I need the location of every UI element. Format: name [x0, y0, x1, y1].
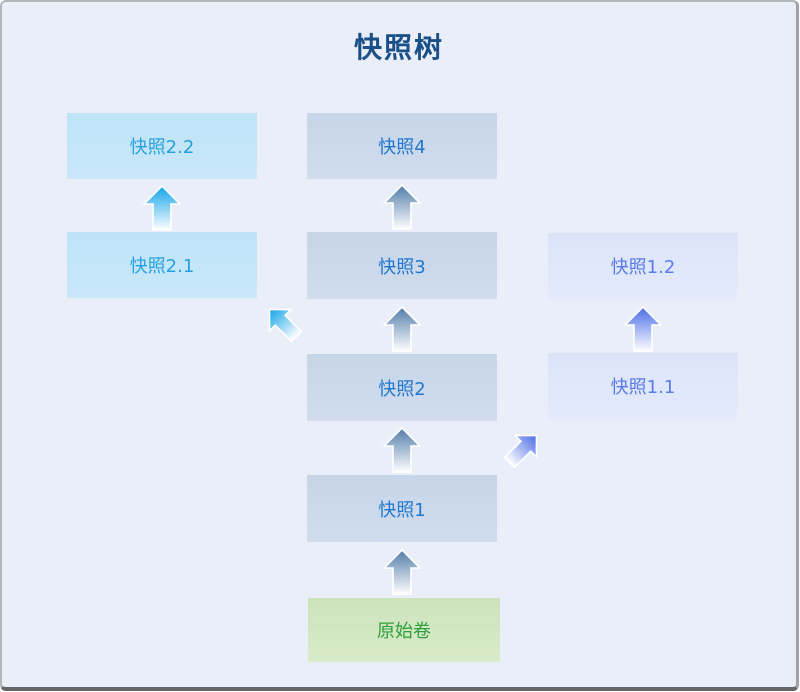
- arrow-snapshot-2-to-snapshot-2-1: [268, 308, 303, 343]
- node-snapshot-2-1: 快照2.1: [67, 232, 257, 298]
- node-label: 快照1.1: [610, 377, 676, 398]
- node-label: 快照2.1: [129, 256, 195, 277]
- node-snapshot-2: 快照2: [307, 354, 497, 421]
- arrow-snapshot-1-to-snapshot-1-1: [503, 434, 538, 469]
- node-snapshot-3: 快照3: [307, 232, 497, 299]
- node-snapshot-4: 快照4: [307, 113, 497, 179]
- node-origin-volume: 原始卷: [308, 598, 500, 662]
- node-label: 快照3: [378, 256, 426, 278]
- node-label: 快照1.2: [610, 257, 676, 278]
- arrow-origin-volume-to-snapshot-1: [383, 549, 421, 595]
- arrow-snapshot-2-1-to-snapshot-2-2: [143, 185, 181, 231]
- node-label: 快照2: [378, 378, 426, 400]
- node-snapshot-2-2: 快照2.2: [67, 113, 257, 179]
- arrow-snapshot-2-to-snapshot-3: [383, 306, 421, 352]
- node-label: 原始卷: [377, 621, 431, 642]
- node-snapshot-1-1: 快照1.1: [548, 353, 738, 419]
- node-label: 快照2.2: [129, 137, 195, 158]
- arrow-snapshot-1-1-to-snapshot-1-2: [624, 306, 662, 352]
- node-snapshot-1: 快照1: [307, 475, 497, 542]
- page-title: 快照树: [353, 31, 444, 64]
- node-snapshot-1-2: 快照1.2: [548, 233, 738, 299]
- node-label: 快照1: [378, 499, 426, 521]
- node-label: 快照4: [378, 137, 426, 158]
- arrow-snapshot-3-to-snapshot-4: [383, 184, 421, 230]
- arrow-snapshot-1-to-snapshot-2: [383, 427, 421, 473]
